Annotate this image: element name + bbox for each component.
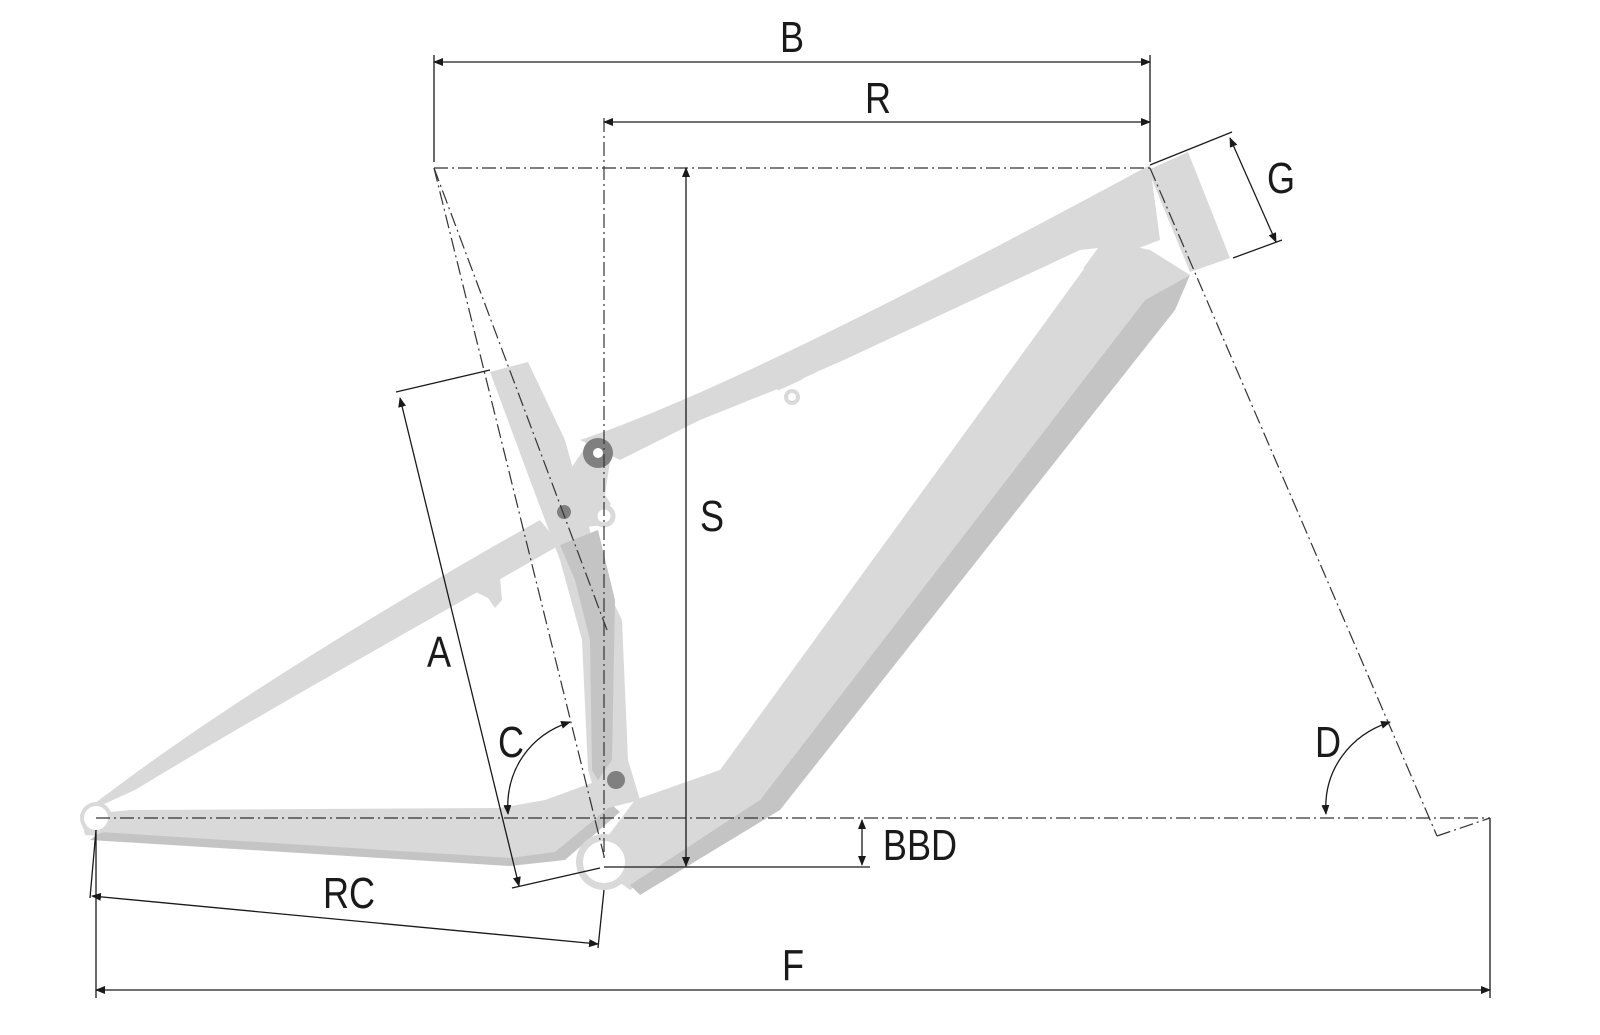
chain-stay-shade — [90, 805, 620, 866]
label-r: R — [865, 74, 891, 123]
top-tube — [580, 165, 1160, 460]
dim-rc-line — [91, 892, 599, 948]
dim-rc-ext-right — [597, 889, 605, 949]
dimension-lines — [89, 55, 1491, 998]
seat-stay — [80, 520, 560, 815]
dim-a-ext-bottom — [511, 867, 601, 889]
bike-frame — [80, 152, 1230, 895]
dim-rc-ext-left — [89, 829, 97, 899]
label-rc: RC — [323, 869, 375, 918]
front-triangle-gap — [610, 248, 1098, 790]
label-s: S — [700, 492, 724, 541]
rocker-pivot — [557, 505, 571, 519]
main-pivot-hole — [593, 448, 603, 458]
label-bbd: BBD — [883, 821, 957, 870]
dim-a-line — [398, 397, 521, 887]
label-g: G — [1267, 154, 1295, 203]
steering-axis-tail — [1436, 817, 1491, 837]
dimension-labels: B R G S A C D BBD RC F — [323, 13, 1341, 990]
steering-axis-line — [1149, 167, 1438, 837]
down-tube-shade — [630, 275, 1190, 895]
lower-pivot — [607, 771, 625, 789]
label-a: A — [427, 628, 451, 677]
cable-guide-hole — [784, 389, 800, 405]
head-tube — [1148, 152, 1230, 272]
seat-tube-shade — [560, 530, 615, 780]
seat-axis-line — [433, 167, 606, 861]
down-tube — [590, 240, 1190, 890]
label-c: C — [498, 718, 524, 767]
dim-g-ext-bottom — [1232, 239, 1283, 259]
label-b: B — [780, 13, 804, 62]
dim-g-line — [1229, 137, 1277, 243]
label-d: D — [1315, 718, 1341, 767]
dim-g-ext-top — [1149, 131, 1233, 166]
dim-a-ext-top — [395, 369, 491, 393]
dim-c-arc — [503, 720, 571, 815]
label-f: F — [782, 941, 804, 990]
dim-d-arc — [1321, 720, 1391, 815]
